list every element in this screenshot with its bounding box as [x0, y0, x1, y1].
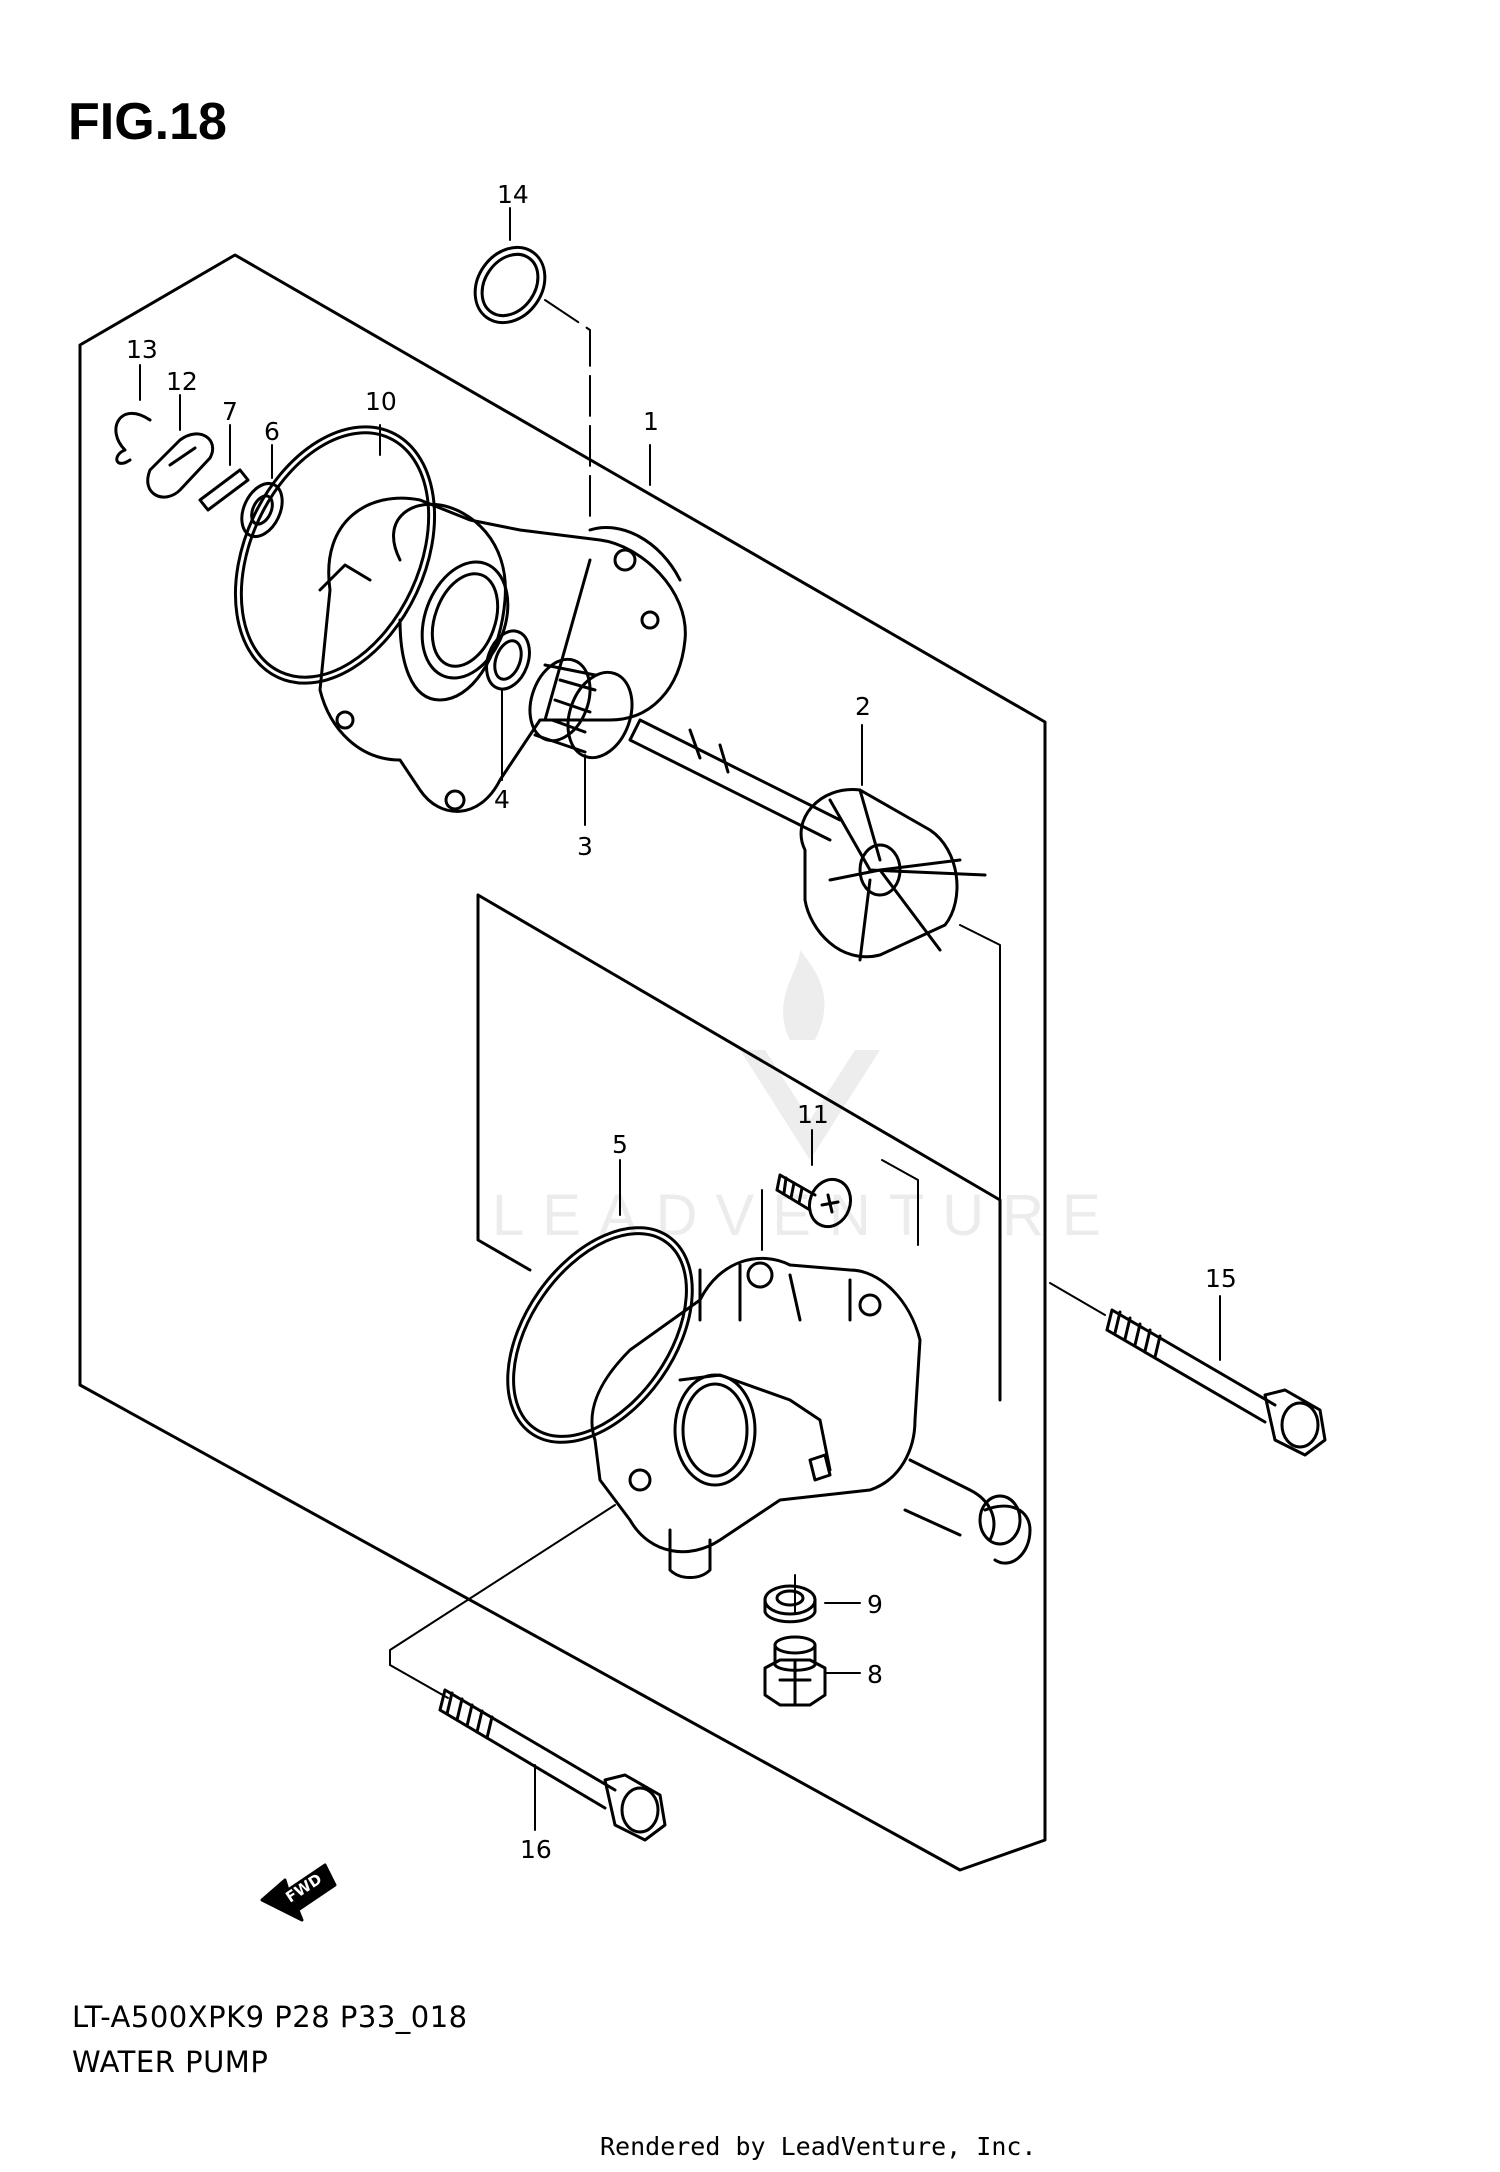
callout-10: 10	[365, 387, 397, 416]
bolt-16	[389, 1664, 667, 1842]
callout-3: 3	[577, 832, 593, 861]
callout-16: 16	[520, 1835, 552, 1864]
upper-assembly-outline	[78, 253, 1047, 1872]
drive-dog-12	[146, 432, 215, 499]
o-ring-14-inner	[480, 252, 540, 318]
fwd-arrow-icon: FWD	[260, 1863, 337, 1922]
washer-9-hole	[775, 1589, 805, 1607]
callout-13: 13	[126, 335, 158, 364]
guide-16	[389, 1664, 449, 1699]
callout-6: 6	[264, 417, 280, 446]
callout-5: 5	[612, 1130, 628, 1159]
seal-4	[485, 629, 531, 691]
bolt-11	[775, 1173, 853, 1229]
o-ring-5	[506, 1226, 694, 1444]
mechanical-seal-3	[528, 657, 634, 760]
o-ring-5-inner	[512, 1232, 688, 1438]
guide-shaft-cover	[477, 894, 1001, 1241]
section-name: WATER PUMP	[72, 2045, 269, 2079]
e-clip-13	[114, 412, 152, 465]
callout-1: 1	[643, 407, 659, 436]
o-ring-10-inner	[239, 431, 431, 679]
callout-11: 11	[797, 1100, 829, 1129]
pin-7	[198, 468, 250, 512]
pump-cover	[590, 1256, 1032, 1579]
washer-9-side	[763, 1598, 817, 1624]
figure-title: FIG.18	[68, 93, 227, 151]
model-code: LT-A500XPK9 P28 P33_018	[72, 2000, 468, 2034]
o-ring-14	[473, 245, 547, 325]
guide-14	[544, 299, 591, 521]
guide-cover-lower	[389, 1282, 1106, 1666]
watermark: LEADVENTURE	[492, 950, 1119, 1248]
callout-2: 2	[855, 692, 871, 721]
watermark-text: LEADVENTURE	[492, 1183, 1119, 1248]
impeller-shaft-2	[628, 718, 987, 962]
callout-15: 15	[1205, 1264, 1237, 1293]
drain-bolt-8	[763, 1635, 827, 1707]
bolt-15	[1105, 1308, 1327, 1457]
lower-assembly-outline	[476, 893, 1002, 1402]
callout-8: 8	[867, 1660, 883, 1689]
rendered-by-credit: Rendered by LeadVenture, Inc.	[600, 2132, 1037, 2161]
seal-4-inner	[493, 639, 523, 681]
guide-cover-vertical	[761, 1159, 919, 1251]
callout-9: 9	[867, 1590, 883, 1619]
callout-7: 7	[222, 397, 238, 426]
watermark-logo-icon	[740, 950, 880, 1160]
o-ring-10	[233, 425, 437, 685]
callout-4: 4	[494, 785, 510, 814]
callout-14: 14	[497, 180, 529, 209]
callout-12: 12	[166, 367, 198, 396]
